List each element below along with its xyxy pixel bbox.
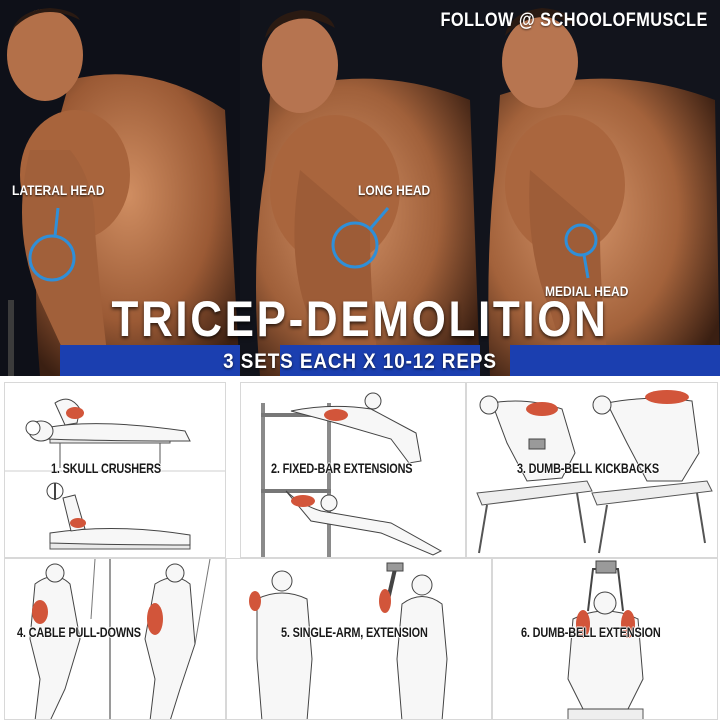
exercise-label-kickbacks: 3. DUMB-BELL KICKBACKS <box>517 460 659 476</box>
exercise-card-single-arm: 5. SINGLE-ARM, EXTENSION <box>226 558 492 720</box>
medial-head-ring <box>564 223 598 257</box>
exercise-grid: 1. SKULL CRUSHERS 2. FIXED-BAR EXTENSION… <box>0 376 720 720</box>
model-photo-long <box>240 0 480 376</box>
exercise-label-skull-crushers: 1. SKULL CRUSHERS <box>51 460 162 476</box>
exercise-card-fixed-bar: 2. FIXED-BAR EXTENSIONS <box>240 382 466 558</box>
model-photo-medial <box>480 0 720 376</box>
single-arm-illustration <box>249 562 448 719</box>
exercise-card-skull-crushers: 1. SKULL CRUSHERS <box>4 382 226 558</box>
page-subtitle: 3 SETS EACH X 10-12 REPS <box>223 350 497 373</box>
lateral-head-label: LATERAL HEAD <box>12 182 105 198</box>
page-title: TRICEP-DEMOLITION <box>111 291 609 347</box>
long-head-ring <box>331 221 379 269</box>
lateral-head-ring <box>28 234 76 282</box>
exercise-label-single-arm: 5. SINGLE-ARM, EXTENSION <box>281 624 428 640</box>
db-extension-illustration <box>567 560 644 719</box>
exercise-card-kickbacks: 3. DUMB-BELL KICKBACKS <box>466 382 718 558</box>
exercise-card-cable-pulldowns: 4. CABLE PULL-DOWNS <box>4 558 226 720</box>
exercise-label-fixed-bar: 2. FIXED-BAR EXTENSIONS <box>271 460 413 476</box>
long-head-label: LONG HEAD <box>358 182 431 198</box>
exercise-label-cable-pulldowns: 4. CABLE PULL-DOWNS <box>17 624 141 640</box>
kickbacks-illustration <box>476 390 713 554</box>
cable-pulldowns-illustration <box>29 559 211 719</box>
exercise-label-db-extension: 6. DUMB-BELL EXTENSION <box>521 624 661 640</box>
hero-banner: FOLLOW @ SCHOOLOFMUSCLE LATERAL HEAD LON… <box>0 0 720 376</box>
follow-handle: FOLLOW @ SCHOOLOFMUSCLE <box>440 10 708 31</box>
medial-head-label: MEDIAL HEAD <box>545 283 629 299</box>
skull-crushers-illustration <box>5 398 225 550</box>
exercise-card-db-extension: 6. DUMB-BELL EXTENSION <box>492 558 718 720</box>
model-photo-lateral <box>0 0 240 376</box>
fixed-bar-illustration <box>261 392 443 557</box>
